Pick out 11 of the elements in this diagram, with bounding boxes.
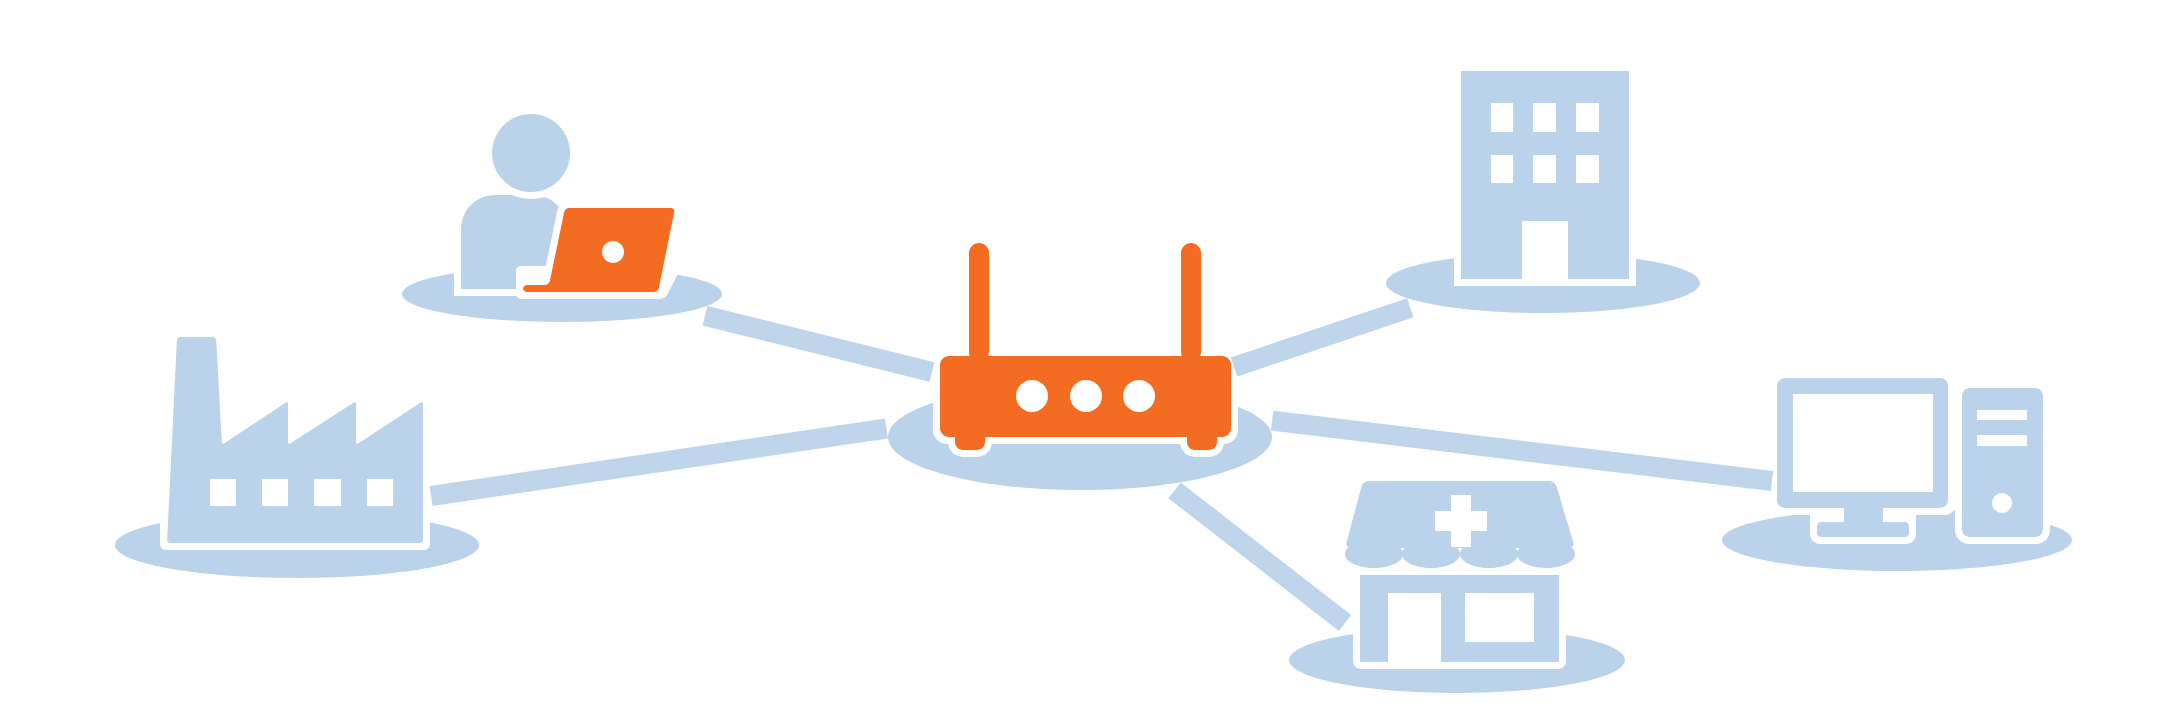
connection-line [1230, 298, 1414, 377]
router-icon [888, 243, 1272, 490]
office-building-icon [1386, 71, 1700, 313]
person-with-laptop-icon [402, 114, 722, 322]
connection-line [429, 418, 888, 506]
connection-line [1270, 410, 1774, 491]
connection-line [702, 306, 935, 382]
factory-icon [115, 337, 479, 578]
desktop-computer-icon [1722, 378, 2072, 571]
shop-icon [1289, 481, 1625, 693]
connection-line [1168, 482, 1352, 631]
